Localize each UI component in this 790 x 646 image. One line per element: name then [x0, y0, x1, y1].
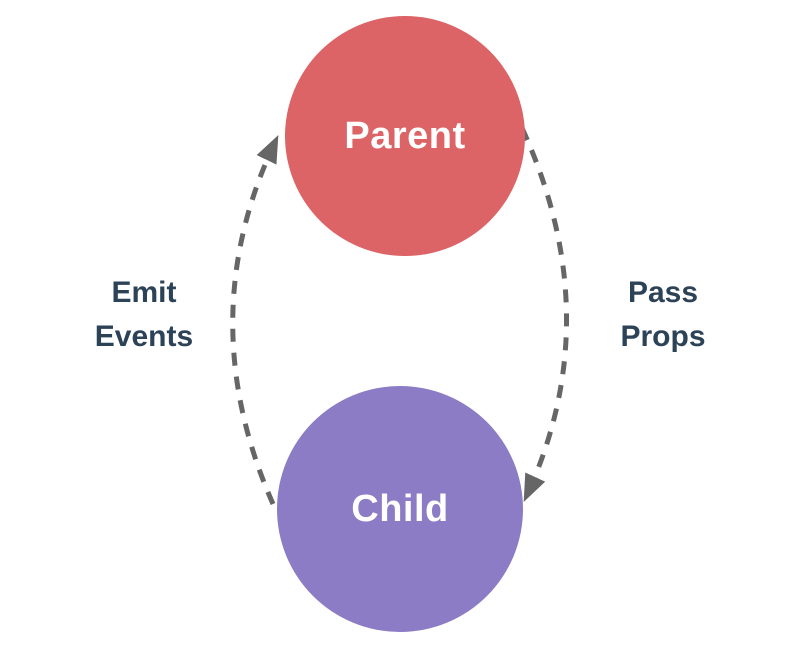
emit-events-arrow	[230, 135, 279, 506]
parent-node: Parent	[285, 16, 525, 256]
parent-node-label: Parent	[344, 114, 466, 157]
emit-events-label: Emit Events	[94, 276, 194, 353]
pass-props-label: Pass Props	[620, 276, 706, 353]
pass-props-arrow	[519, 126, 569, 502]
child-node: Child	[277, 386, 523, 632]
child-node-label: Child	[351, 487, 449, 530]
